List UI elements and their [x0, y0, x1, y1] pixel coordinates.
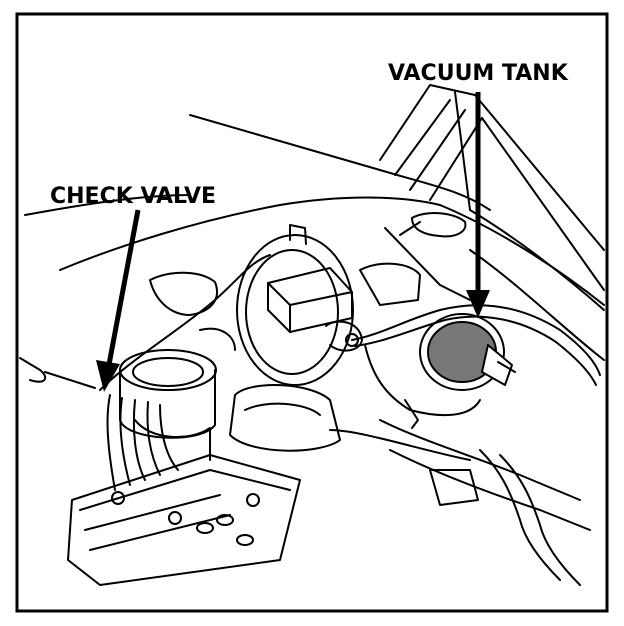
- diagram-frame: [15, 12, 609, 613]
- vacuum-tank-arrow: [466, 92, 490, 318]
- vacuum-tank-label: VACUUM TANK: [388, 61, 569, 86]
- engine-bay-line-art: [19, 84, 605, 586]
- check-valve-label: CHECK VALVE: [50, 184, 216, 209]
- check-valve-arrow: [96, 209, 141, 392]
